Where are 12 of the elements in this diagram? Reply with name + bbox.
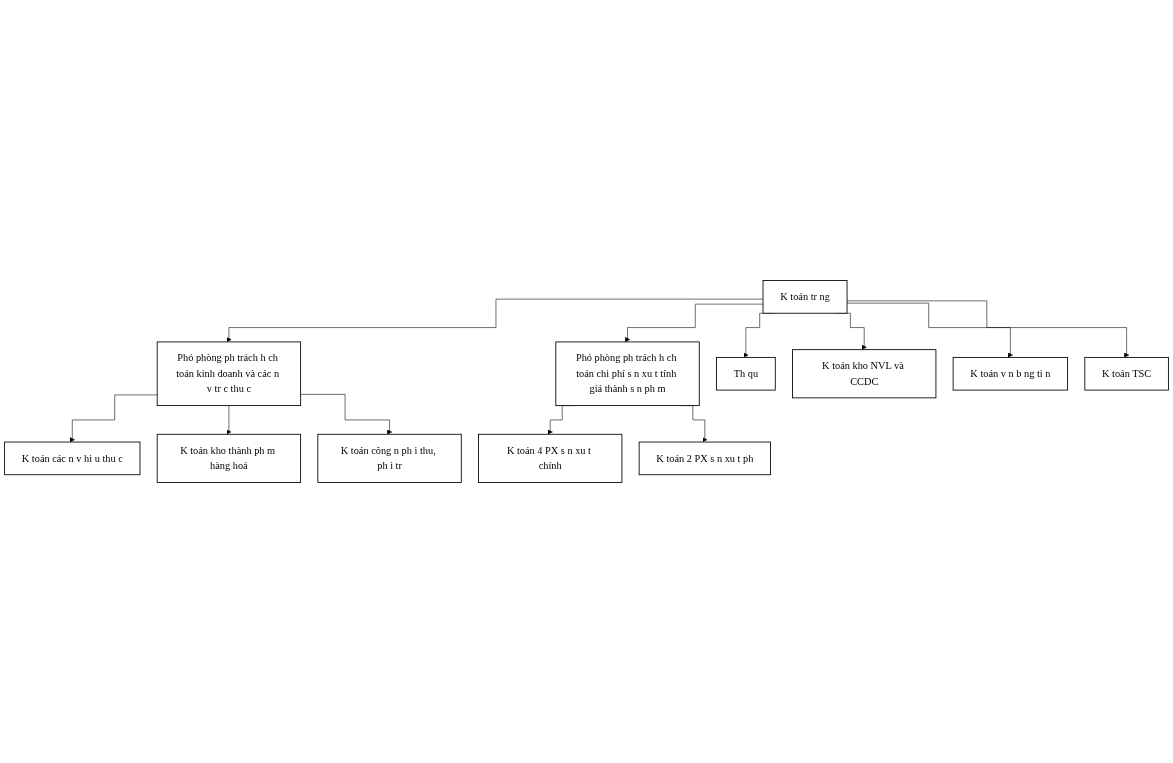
node-box: K toán v n b ng ti n bbox=[952, 356, 1069, 391]
node-box: K toán tr ng bbox=[762, 280, 848, 314]
node-box: K toán 4 PX s n xu t chính bbox=[478, 433, 623, 483]
node-box: Phó phòng ph trách h ch toán kinh doanh và các n v tr c thu c bbox=[156, 341, 302, 407]
node-box: K toán công n ph i thu, ph i tr bbox=[317, 433, 462, 483]
node-box: Phó phòng ph trách h ch toán chi phí s n xu t tính giá thành s n ph m bbox=[555, 341, 700, 407]
node-box: K toán kho thành ph m hàng hoá bbox=[156, 433, 302, 483]
node-box: K toán TSC bbox=[1084, 356, 1169, 391]
node-box: Th qu bbox=[716, 356, 776, 391]
node-box: K toán các n v hi u thu c bbox=[4, 441, 141, 476]
node-box: K toán kho NVL và CCDC bbox=[792, 349, 937, 399]
node-box: K toán 2 PX s n xu t ph bbox=[638, 441, 771, 476]
